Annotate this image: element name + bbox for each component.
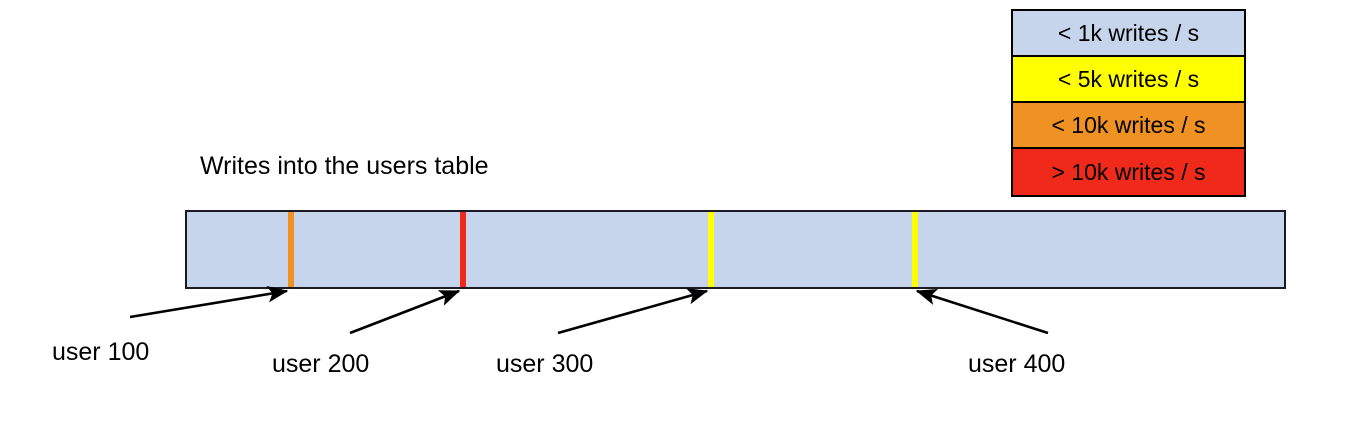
callout-label-user-100: user 100: [52, 338, 150, 366]
legend-item-under-5k: < 5k writes / s: [1013, 57, 1244, 103]
callout-label-user-400: user 400: [968, 350, 1066, 378]
bar-base-fill: [187, 212, 1284, 287]
legend-item-label: < 10k writes / s: [1051, 111, 1206, 138]
bar-stripe-user-300: [708, 212, 714, 287]
callout-label-user-200: user 200: [272, 350, 370, 378]
legend: < 1k writes / s < 5k writes / s < 10k wr…: [1011, 9, 1246, 197]
arrow-user-200: [349, 289, 461, 335]
chart-title: Writes into the users table: [200, 152, 489, 180]
legend-item-label: > 10k writes / s: [1051, 158, 1206, 185]
arrow-user-300: [557, 288, 709, 335]
arrow-user-400: [915, 289, 1049, 335]
users-table-bar: [185, 210, 1286, 289]
legend-item-label: < 1k writes / s: [1057, 19, 1200, 46]
legend-item-over-10k: > 10k writes / s: [1013, 149, 1244, 195]
bar-stripe-user-400: [912, 212, 918, 287]
arrow-user-100: [129, 285, 289, 319]
callout-label-user-300: user 300: [496, 350, 594, 378]
bar-stripe-user-100: [288, 212, 294, 287]
legend-item-under-10k: < 10k writes / s: [1013, 103, 1244, 149]
legend-item-under-1k: < 1k writes / s: [1013, 11, 1244, 57]
legend-item-label: < 5k writes / s: [1057, 65, 1200, 92]
bar-stripe-user-200: [460, 212, 466, 287]
